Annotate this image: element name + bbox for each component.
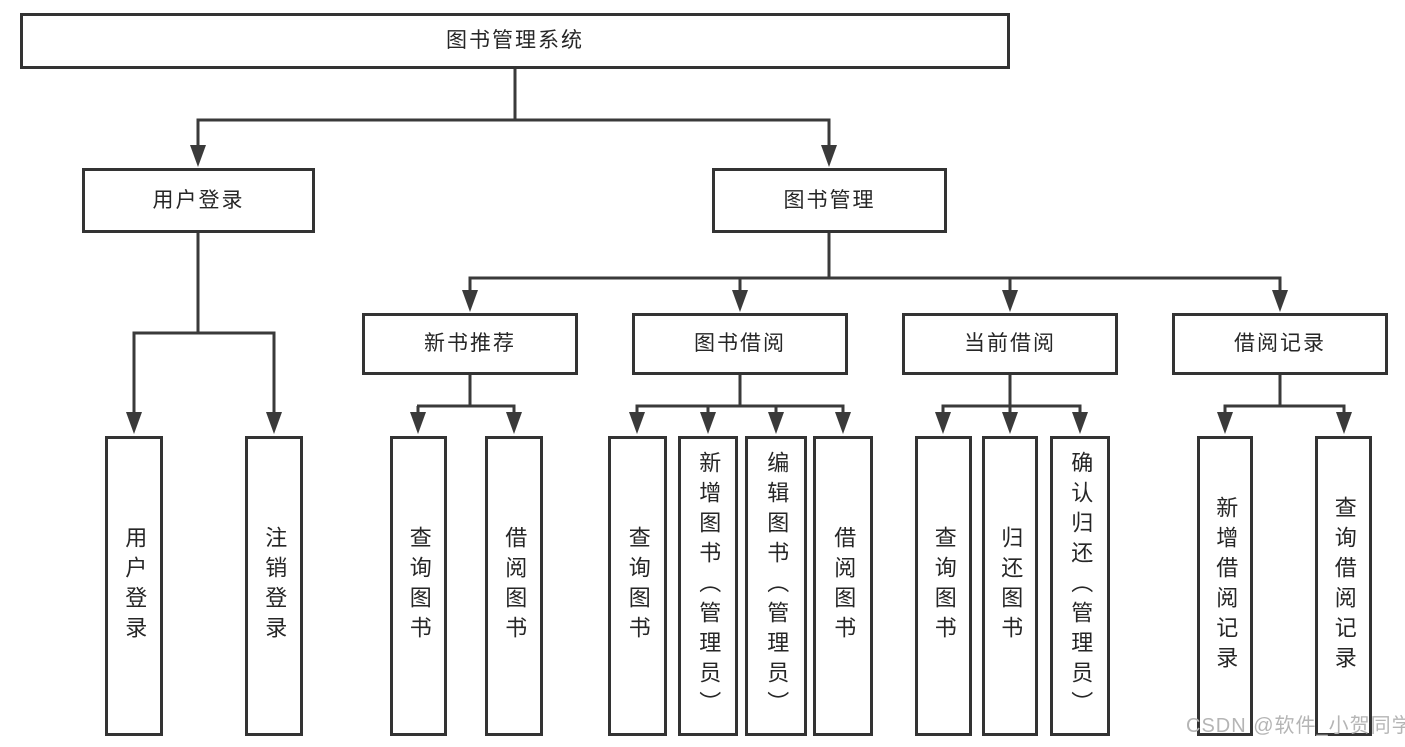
- node-book-management: 图书管理: [712, 168, 947, 233]
- leaf-edit-books-admin: 编辑图书（管理员）: [745, 436, 807, 736]
- leaf-query-borrow-record: 查询借阅记录: [1315, 436, 1372, 736]
- node-current-borrowing: 当前借阅: [902, 313, 1118, 375]
- leaf-borrow-books-recommend: 借阅图书: [485, 436, 543, 736]
- leaf-add-borrow-record: 新增借阅记录: [1197, 436, 1253, 736]
- leaf-query-books-borrowing: 查询图书: [608, 436, 667, 736]
- node-user-login: 用户登录: [82, 168, 315, 233]
- leaf-confirm-return-admin: 确认归还（管理员）: [1050, 436, 1110, 736]
- leaf-add-books-admin: 新增图书（管理员）: [678, 436, 738, 736]
- csdn-watermark: CSDN @软件_小贺同学: [1186, 715, 1405, 737]
- node-book-borrowing: 图书借阅: [632, 313, 848, 375]
- leaf-borrow-books-borrowing: 借阅图书: [813, 436, 873, 736]
- node-new-book-recommend: 新书推荐: [362, 313, 578, 375]
- node-borrowing-records: 借阅记录: [1172, 313, 1388, 375]
- leaf-logout: 注销登录: [245, 436, 303, 736]
- leaf-query-books-current: 查询图书: [915, 436, 972, 736]
- leaf-query-books-recommend: 查询图书: [390, 436, 447, 736]
- node-root: 图书管理系统: [20, 13, 1010, 69]
- leaf-user-login: 用户登录: [105, 436, 163, 736]
- leaf-return-books: 归还图书: [982, 436, 1038, 736]
